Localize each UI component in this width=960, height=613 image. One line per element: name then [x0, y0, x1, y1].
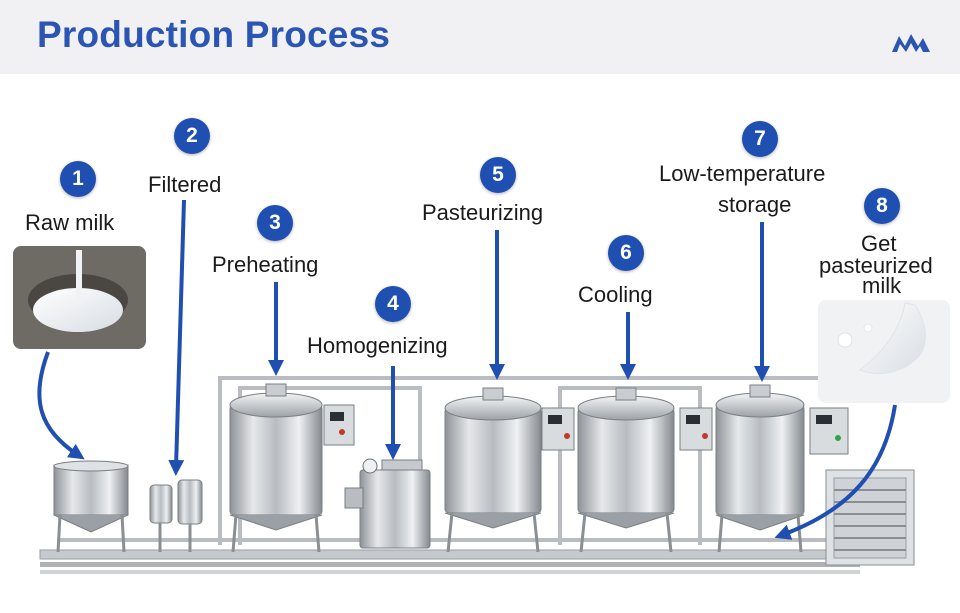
raw-milk-photo: [13, 246, 146, 349]
brand-logo-icon: [892, 34, 930, 52]
storage-tank: [715, 384, 849, 553]
step-8-label-line2: pasteurized: [819, 253, 933, 278]
header-bar: Production Process: [0, 0, 960, 74]
step-8-label-line3: milk: [862, 273, 902, 298]
step-5-badge: 5: [480, 157, 516, 193]
step-8-label-line1: Get: [861, 231, 897, 256]
filter-unit: [149, 479, 203, 552]
base-frame: [39, 549, 861, 574]
cooling-tank: [577, 387, 713, 553]
homogenizer: [344, 458, 431, 549]
flow-arrows: [37, 199, 897, 540]
pasteurizing-tank: [444, 387, 575, 553]
step-6-label: Cooling: [578, 282, 653, 307]
milk-splash-photo: [818, 300, 950, 403]
step-1-badge: 1: [60, 161, 96, 197]
step-3-label: Preheating: [212, 252, 319, 277]
step-2-badge: 2: [174, 118, 210, 154]
step-4-label: Homogenizing: [307, 333, 448, 358]
step-7-badge: 7: [742, 121, 778, 157]
step-1-label: Raw milk: [25, 210, 115, 235]
raw-milk-tank: [53, 460, 129, 553]
preheating-tank: [229, 383, 355, 553]
page-title: Production Process: [37, 14, 391, 55]
step-4-badge: 4: [375, 286, 411, 322]
chiller-unit: [825, 469, 915, 566]
step-3-badge: 3: [257, 205, 293, 241]
step-6-badge: 6: [608, 235, 644, 271]
step-2-label: Filtered: [148, 172, 222, 197]
step-8-badge: 8: [864, 188, 900, 224]
step-7-label-line2: storage: [718, 192, 792, 217]
step-5-label: Pasteurizing: [422, 200, 544, 225]
step-7-label-line1: Low-temperature: [659, 161, 826, 186]
